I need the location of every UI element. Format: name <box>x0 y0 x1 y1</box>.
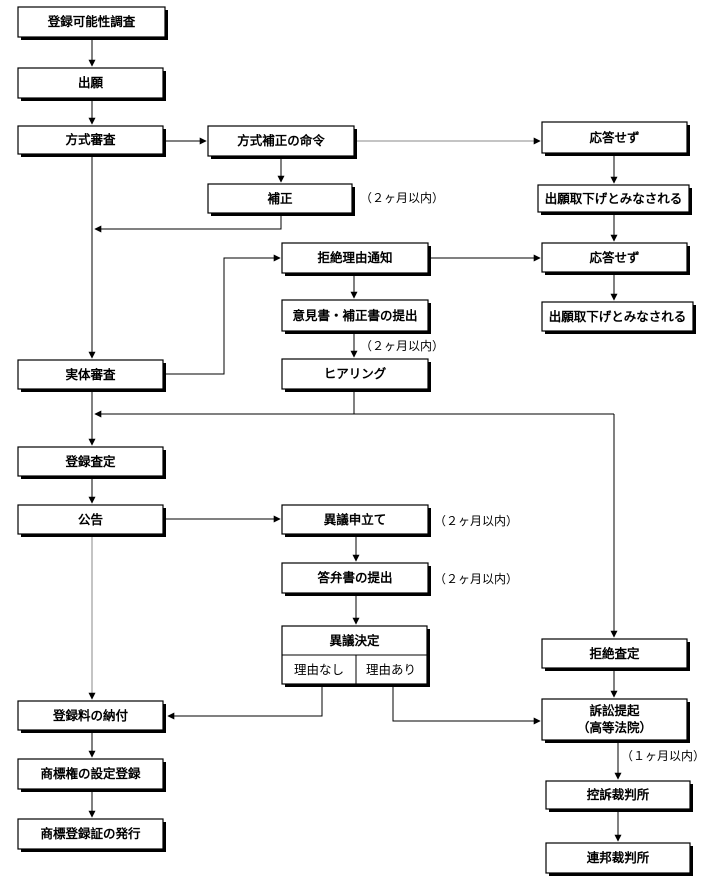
node-federal-court-label: 連邦裁判所 <box>587 850 650 865</box>
node-fee-payment-label: 登録料の納付 <box>52 708 129 723</box>
node-opposition: 異議申立て <box>281 504 431 537</box>
node-no-reason-label: 理由なし <box>294 662 344 677</box>
node-formal-exam: 方式審査 <box>17 125 166 157</box>
node-reg-decision: 登録査定 <box>17 446 166 479</box>
node-opposition-label: 異議申立て <box>324 512 387 527</box>
node-withdrawn-2-label: 出願取下げとみなされる <box>549 309 687 324</box>
node-rejection-notice: 拒絶理由通知 <box>281 242 431 276</box>
node-tm-registration-label: 商標権の設定登録 <box>40 766 141 781</box>
node-hearing: ヒアリング <box>281 358 431 392</box>
node-withdrawn-2: 出願取下げとみなされる <box>541 301 696 334</box>
node-search: 登録可能性調査 <box>17 6 168 40</box>
node-appeal-court-label: 控訴裁判所 <box>587 787 650 802</box>
node-answer: 答弁書の提出 <box>281 562 431 596</box>
node-certificate: 商標登録証の発行 <box>17 818 166 852</box>
node-withdrawn-1-label: 出願取下げとみなされる <box>545 191 683 206</box>
node-amendment: 補正 <box>207 183 355 216</box>
node-reg-decision-label: 登録査定 <box>64 454 116 469</box>
edge-substantive-rejection <box>166 254 281 375</box>
node-has-reason-label: 理由あり <box>366 662 416 677</box>
node-filing: 出願 <box>17 67 166 101</box>
edge-hasreason-lawsuit <box>392 686 541 725</box>
node-withdrawn-1: 出願取下げとみなされる <box>537 184 692 215</box>
node-amend-order: 方式補正の命令 <box>207 125 357 159</box>
edge-amendment-return <box>94 214 282 233</box>
node-answer-label: 答弁書の提出 <box>317 570 392 585</box>
node-formal-exam-label: 方式審査 <box>65 132 116 147</box>
node-lawsuit-label-1: 訴訟提起 <box>589 703 640 718</box>
node-search-label: 登録可能性調査 <box>47 14 136 29</box>
node-substantive-exam: 実体審査 <box>17 359 166 392</box>
node-opposition-decision: 異議決定 理由なし 理由あり <box>281 625 430 687</box>
node-publication-label: 公告 <box>78 512 104 527</box>
note-opposition-deadline: （２ヶ月以内） <box>434 514 518 528</box>
node-rejection-decision: 拒絶査定 <box>541 638 690 671</box>
node-substantive-exam-label: 実体審査 <box>65 367 116 382</box>
node-certificate-label: 商標登録証の発行 <box>40 826 141 841</box>
node-rejection-decision-label: 拒絶査定 <box>589 646 640 661</box>
edge-noreason-fee <box>167 686 323 720</box>
node-fee-payment: 登録料の納付 <box>17 700 166 733</box>
node-no-response-1-label: 応答せず <box>589 130 640 145</box>
note-amendment-deadline: （２ヶ月以内） <box>360 191 444 205</box>
node-federal-court: 連邦裁判所 <box>545 842 693 876</box>
note-answer-deadline: （２ヶ月以内） <box>434 572 518 586</box>
node-amendment-label: 補正 <box>266 191 293 206</box>
node-no-response-2-label: 応答せず <box>589 250 640 265</box>
node-opinion: 意見書・補正書の提出 <box>281 299 431 334</box>
node-filing-label: 出願 <box>78 75 104 90</box>
node-opinion-label: 意見書・補正書の提出 <box>292 308 417 323</box>
node-appeal-court: 控訴裁判所 <box>545 780 693 812</box>
node-rejection-notice-label: 拒絶理由通知 <box>317 250 392 265</box>
node-lawsuit: 訴訟提起 （高等法院） <box>541 698 690 743</box>
node-opposition-decision-label: 異議決定 <box>329 633 380 648</box>
node-lawsuit-label-2: （高等法院） <box>577 720 652 735</box>
node-publication: 公告 <box>17 504 166 537</box>
node-amend-order-label: 方式補正の命令 <box>237 133 325 148</box>
edges <box>88 39 622 842</box>
node-tm-registration: 商標権の設定登録 <box>17 758 166 792</box>
nodes: 登録可能性調査 出願 方式審査 方式補正の命令 補正 （２ヶ月以内） 応答せず <box>17 6 705 876</box>
node-no-response-1: 応答せず <box>541 121 690 156</box>
node-hearing-label: ヒアリング <box>324 366 387 381</box>
note-lawsuit-deadline: （１ヶ月以内） <box>621 749 705 763</box>
note-opinion-deadline: （２ヶ月以内） <box>360 339 444 353</box>
node-no-response-2: 応答せず <box>541 242 690 275</box>
